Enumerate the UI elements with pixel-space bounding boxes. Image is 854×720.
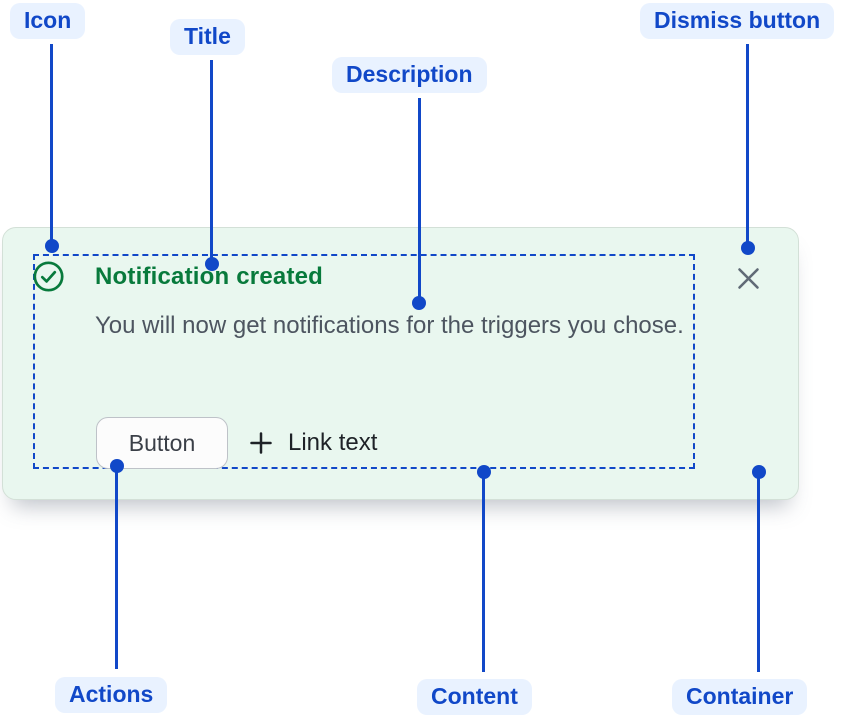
check-circle-icon xyxy=(33,261,64,292)
content-region xyxy=(33,254,695,469)
callout-dismiss-line xyxy=(746,44,749,244)
callout-container-dot xyxy=(751,464,766,479)
callout-dismiss-dot xyxy=(740,241,755,255)
callout-actions-dot xyxy=(109,458,124,473)
dismiss-button[interactable] xyxy=(730,260,766,296)
plus-icon xyxy=(248,430,274,456)
callout-title-label: Title xyxy=(170,19,245,55)
action-link-label: Link text xyxy=(288,429,378,456)
callout-description-dot xyxy=(412,295,426,310)
close-icon xyxy=(735,265,762,292)
callout-actions-label: Actions xyxy=(55,677,168,713)
callout-icon-line xyxy=(50,44,53,242)
callout-container-line xyxy=(757,472,760,672)
callout-icon-label: Icon xyxy=(10,3,86,39)
callout-actions-line xyxy=(115,466,118,669)
callout-description-label: Description xyxy=(332,57,487,93)
callout-content-dot xyxy=(476,464,491,479)
callout-dismiss-label: Dismiss button xyxy=(640,3,835,39)
callout-title-line xyxy=(210,60,213,260)
callout-container-label: Container xyxy=(672,679,808,715)
notification-description: You will now get notifications for the t… xyxy=(95,312,684,339)
callout-content-label: Content xyxy=(417,679,532,715)
callout-content-line xyxy=(482,472,485,672)
callout-description-line xyxy=(417,98,421,299)
actions-row: Button Link text xyxy=(96,417,377,469)
callout-title-dot xyxy=(204,256,219,271)
callout-icon-dot xyxy=(44,239,59,253)
action-link[interactable]: Link text xyxy=(248,429,377,457)
action-button[interactable]: Button xyxy=(96,417,228,469)
